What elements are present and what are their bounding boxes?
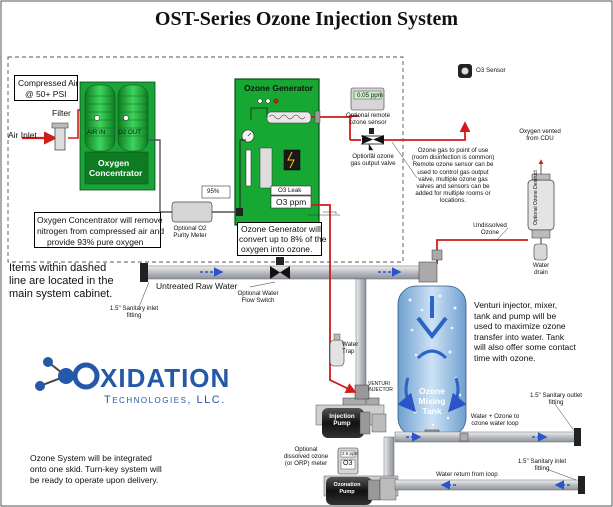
o2-out-label: O2 OUT bbox=[118, 129, 142, 136]
orp-meter-label: Optional dissolved ozone (or ORP) meter bbox=[283, 446, 329, 468]
water-out-label: Water + Ozone to ozone water loop bbox=[470, 413, 520, 428]
o3-sensor-label: O3 Sensor bbox=[476, 67, 506, 74]
o2-purity-meter bbox=[171, 201, 213, 223]
dashed-note-line1: Items within dashed bbox=[9, 262, 107, 274]
ozone-generator-title: Ozone Generator bbox=[244, 83, 313, 93]
ozonation-pump bbox=[326, 477, 372, 505]
water-drain-trap bbox=[533, 243, 548, 261]
ozonation-pump-label: Ozonation Pump bbox=[333, 482, 361, 495]
concentrator-title: Oxygen bbox=[98, 158, 130, 168]
purity-display bbox=[201, 185, 231, 199]
raw-inlet-label: 1.5" Sanitary inlet fitting bbox=[109, 305, 159, 320]
injection-pump bbox=[322, 408, 364, 438]
water-trap-label: Water Trap bbox=[342, 341, 359, 356]
tank-note: Venturi injector, mixer, tank and pump w… bbox=[474, 300, 576, 363]
water-drain-label: Water drain bbox=[532, 262, 550, 277]
skid-note: Ozone System will be integrated onto one… bbox=[30, 453, 162, 485]
company-logo-icon bbox=[35, 357, 100, 391]
generator-note: Ozone Generator will convert up to 8% of… bbox=[237, 222, 327, 256]
filter-label: Filter bbox=[52, 108, 71, 118]
purity-meter-label: Optional O2 Purity Meter bbox=[173, 225, 207, 240]
oxygen-vented-label: Oxygen vented from CDU bbox=[519, 128, 561, 143]
dashed-note-line3: main system cabinet. bbox=[9, 288, 113, 300]
concentrator-note: Oxygen Concentrator will remove nitrogen… bbox=[34, 212, 164, 248]
outlet-fitting-label: 1.5" Sanitary outlet fitting bbox=[529, 392, 583, 407]
air-filter bbox=[54, 125, 66, 151]
venturi-injector bbox=[354, 384, 370, 400]
gas-valve-label: Optional ozone gas output valve bbox=[350, 153, 396, 168]
remote-sensor-label: Optional remote ozone sensor bbox=[345, 112, 391, 127]
air-in-label: AIR IN bbox=[87, 129, 106, 136]
flow-switch-label: Optional Water Flow Switch bbox=[237, 290, 279, 305]
compressed-air-label: Compressed Air @ 50+ PSI bbox=[14, 75, 78, 101]
venturi-label: VENTURI INJECTOR bbox=[368, 381, 393, 393]
injection-pump-label: Injection Pump bbox=[329, 413, 355, 428]
water-return-label: Water return from loop bbox=[436, 471, 498, 478]
company-name: XIDATION bbox=[100, 363, 231, 393]
page-title: OST-Series Ozone Injection System bbox=[154, 8, 459, 30]
purity-reading: 95% bbox=[207, 188, 220, 195]
orp-reading: O3 bbox=[343, 460, 353, 467]
ozone-destruct-unit bbox=[527, 179, 555, 231]
remote-sensor-reading: 0.05 ppm bbox=[357, 92, 383, 99]
company-subtitle: Technologies, LLC. bbox=[104, 394, 226, 406]
undissolved-label: Undissolved Ozone bbox=[473, 222, 507, 237]
air-inlet-label: Air Inlet bbox=[8, 130, 37, 140]
untreated-water-label: Untreated Raw Water bbox=[156, 281, 238, 291]
flow-switch-valve bbox=[270, 266, 290, 279]
tank-label: Ozone Mixing Tank bbox=[418, 386, 446, 416]
flowmeter-tube bbox=[245, 149, 252, 187]
orp-small-reading: 2.5 ppm bbox=[342, 451, 359, 456]
concentrator-title-2: Concentrator bbox=[89, 168, 143, 178]
gas-valve-body bbox=[361, 135, 384, 145]
cabinet-dashed-outline bbox=[7, 56, 404, 263]
gas-note: Ozone gas to point of use (room disinfec… bbox=[411, 147, 495, 205]
o3-ppm-label: O3 ppm bbox=[276, 197, 307, 207]
dashed-note-line2: line are located in the bbox=[9, 275, 114, 287]
o3-leak-label: O3 Leak bbox=[278, 187, 302, 194]
return-inlet-label: 1.5" Sanitary inlet fitting bbox=[517, 458, 567, 473]
destruct-unit-label: Optional Ozone Destruct bbox=[533, 170, 539, 225]
